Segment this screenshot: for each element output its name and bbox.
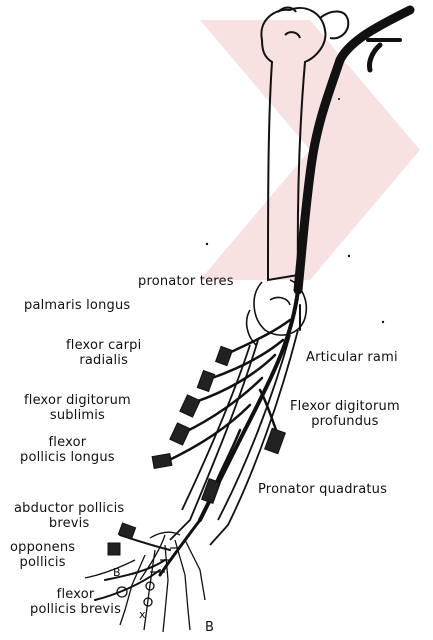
label-flexor-digitorum-profundus: Flexor digitorum profundus — [290, 399, 400, 429]
label-flexor-pollicis-longus-line2: pollicis longus — [20, 450, 115, 465]
label-opponens-pollicis-line2: pollicis — [10, 555, 75, 570]
marker-x: x — [139, 607, 146, 622]
label-flexor-pollicis-brevis-line2: pollicis brevis — [30, 602, 121, 617]
label-opponens-pollicis: opponens pollicis — [10, 540, 75, 570]
label-pronator-quadratus: Pronator quadratus — [258, 482, 387, 497]
label-flexor-digitorum-profundus-line1: Flexor digitorum — [290, 399, 400, 414]
label-flexor-digitorum-profundus-line2: profundus — [290, 414, 400, 429]
label-abductor-pollicis-brevis-line1: abductor pollicis — [14, 501, 124, 516]
label-flexor-pollicis-longus: flexor pollicis longus — [20, 435, 115, 465]
label-abductor-pollicis-brevis: abductor pollicis brevis — [14, 501, 124, 531]
marker-b-small: B — [113, 565, 121, 580]
label-flexor-digitorum-sublimis-line1: flexor digitorum — [24, 393, 131, 408]
label-flexor-carpi-radialis-line2: radialis — [66, 353, 141, 368]
label-flexor-carpi-radialis: flexor carpi radialis — [66, 338, 141, 368]
label-flexor-carpi-radialis-line1: flexor carpi — [66, 338, 141, 353]
label-articular-rami: Articular rami — [306, 350, 398, 365]
label-flexor-pollicis-longus-line1: flexor — [20, 435, 115, 450]
label-flexor-digitorum-sublimis-line2: sublimis — [24, 408, 131, 423]
label-flexor-digitorum-sublimis: flexor digitorum sublimis — [24, 393, 131, 423]
label-opponens-pollicis-line1: opponens — [10, 540, 75, 555]
label-pronator-teres: pronator teres — [138, 274, 234, 289]
label-flexor-pollicis-brevis-line1: flexor — [30, 587, 121, 602]
label-abductor-pollicis-brevis-line2: brevis — [14, 516, 124, 531]
label-flexor-pollicis-brevis: flexor pollicis brevis — [30, 587, 121, 617]
label-palmaris-longus: palmaris longus — [24, 298, 130, 313]
marker-b-bottom: B — [205, 620, 214, 635]
